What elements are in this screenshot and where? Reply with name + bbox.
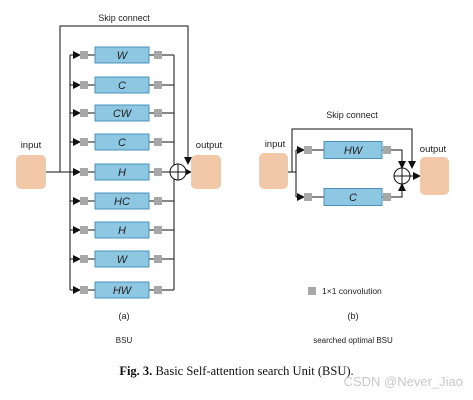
conv1x1-in-b-0 <box>304 146 312 154</box>
output-block-b <box>420 157 449 195</box>
output-label-a: output <box>196 140 223 151</box>
conv1x1-in-a-2 <box>80 109 88 117</box>
op-label-a-3: C <box>118 137 126 149</box>
op-box-a-0 <box>94 46 150 64</box>
conv1x1-in-b-1 <box>304 193 312 201</box>
op-box-a-7 <box>94 250 150 268</box>
legend-label: 1×1 convolution <box>322 286 382 296</box>
op-box-a-1 <box>94 76 150 94</box>
op-label-a-1: C <box>118 80 126 92</box>
op-label-a-0: W <box>117 50 129 62</box>
op-box-a-5 <box>94 192 150 210</box>
figure-label: Fig. 3. <box>119 364 153 378</box>
conv1x1-in-a-7 <box>80 255 88 263</box>
conv1x1-out-a-7 <box>154 255 162 263</box>
sublabel-b: (b) <box>348 311 359 321</box>
op-box-a-6 <box>94 221 150 239</box>
conv1x1-in-a-1 <box>80 81 88 89</box>
op-label-a-6: H <box>118 225 126 237</box>
conv1x1-out-a-3 <box>154 138 162 146</box>
conv1x1-out-a-6 <box>154 226 162 234</box>
legend-conv1x1-swatch <box>308 287 316 295</box>
skip-connect-label-a: Skip connect <box>98 13 150 23</box>
conv1x1-in-a-8 <box>80 286 88 294</box>
conv1x1-out-b-0 <box>383 146 391 154</box>
conv1x1-out-a-0 <box>154 51 162 59</box>
op-label-a-5: HC <box>114 196 130 208</box>
conv1x1-in-a-0 <box>80 51 88 59</box>
figure-caption-text: Basic Self-attention search Unit (BSU). <box>155 364 354 378</box>
input-block-b <box>259 153 288 189</box>
conv1x1-in-a-3 <box>80 138 88 146</box>
op-box-a-8 <box>94 281 150 299</box>
op-label-b-0: HW <box>344 145 364 157</box>
conv1x1-out-a-1 <box>154 81 162 89</box>
output-label-b: output <box>420 144 447 155</box>
skip-connect-label-b: Skip connect <box>326 110 378 120</box>
input-label-a: input <box>21 140 42 151</box>
conv1x1-out-b-1 <box>383 193 391 201</box>
panel-name-a: BSU <box>116 336 133 345</box>
conv1x1-in-a-6 <box>80 226 88 234</box>
op-label-a-8: HW <box>113 285 133 297</box>
conv1x1-out-a-4 <box>154 168 162 176</box>
watermark: CSDN @Never_Jiao <box>343 374 463 389</box>
sublabel-a: (a) <box>119 311 130 321</box>
input-block-a <box>16 155 46 189</box>
conv1x1-out-a-2 <box>154 109 162 117</box>
conv1x1-out-a-5 <box>154 197 162 205</box>
conv1x1-in-a-4 <box>80 168 88 176</box>
conv1x1-in-a-5 <box>80 197 88 205</box>
op-box-a-2 <box>94 104 150 122</box>
op-label-a-2: CW <box>113 108 133 120</box>
op-box-a-3 <box>94 133 150 151</box>
panel-name-b: searched optimal BSU <box>313 336 393 345</box>
op-box-b-1 <box>323 188 383 206</box>
op-label-b-1: C <box>349 192 357 204</box>
output-block-a <box>191 155 221 189</box>
op-box-a-4 <box>94 163 150 181</box>
op-label-a-7: W <box>117 254 129 266</box>
bottom-branch-to-sum-b <box>397 183 406 198</box>
input-label-b: input <box>265 139 286 150</box>
top-branch-to-sum-b <box>397 149 406 169</box>
conv1x1-out-a-8 <box>154 286 162 294</box>
op-label-a-4: H <box>118 167 126 179</box>
op-box-b-0 <box>323 141 383 159</box>
figure-caption: Fig. 3. Basic Self-attention search Unit… <box>0 364 473 379</box>
